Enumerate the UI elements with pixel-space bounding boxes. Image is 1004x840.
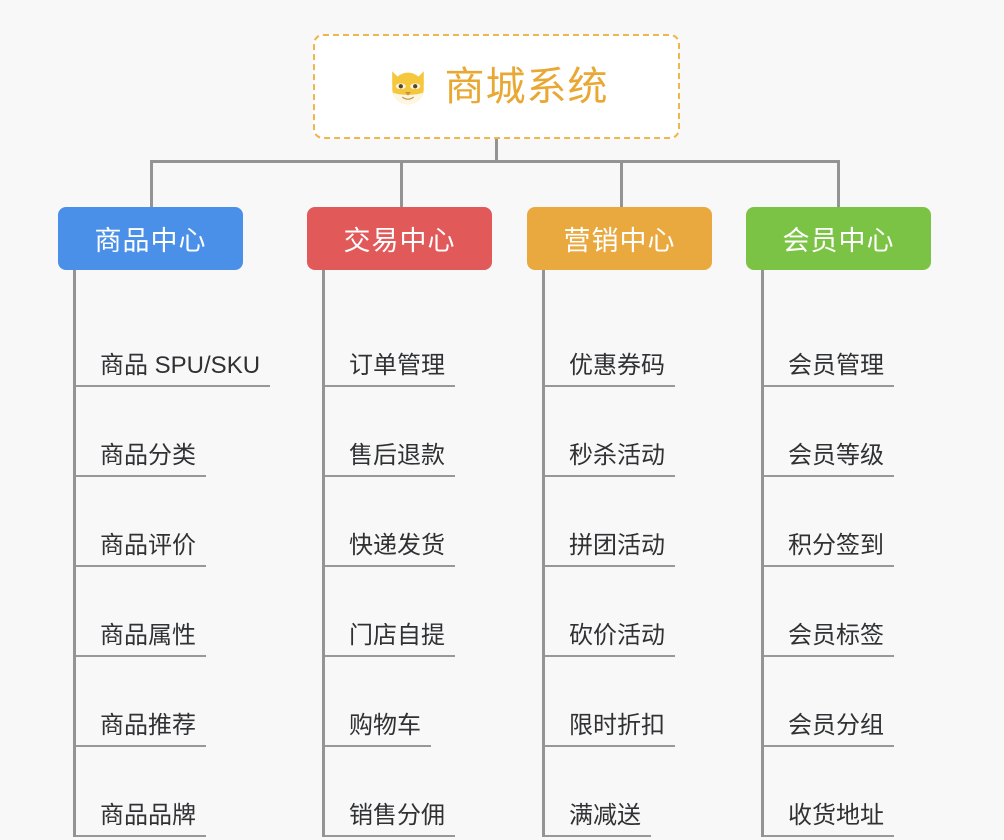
connector-drop-1	[150, 160, 153, 207]
list-item[interactable]: 砍价活动	[545, 567, 712, 657]
list-item[interactable]: 会员等级	[764, 387, 931, 477]
leaf-label: 拼团活动	[545, 532, 675, 567]
category-header-product[interactable]: 商品中心	[58, 207, 243, 270]
list-item[interactable]: 积分签到	[764, 477, 931, 567]
list-item[interactable]: 商品 SPU/SKU	[76, 297, 271, 387]
list-item[interactable]: 收货地址	[764, 747, 931, 837]
list-item[interactable]: 商品评价	[76, 477, 270, 567]
leaf-label: 商品 SPU/SKU	[76, 352, 271, 387]
leaf-label: 商品推荐	[76, 712, 206, 747]
list-item[interactable]: 会员分组	[764, 657, 931, 747]
leaf-label: 门店自提	[325, 622, 455, 657]
category-column-transaction: 交易中心 订单管理 售后退款 快递发货 门店自提 购物车 销售分佣	[307, 207, 492, 837]
list-item[interactable]: 销售分佣	[325, 747, 492, 837]
list-item[interactable]: 会员标签	[764, 567, 931, 657]
leaf-label: 购物车	[325, 712, 431, 747]
leaf-label: 会员管理	[764, 352, 894, 387]
leaf-label: 积分签到	[764, 532, 894, 567]
leaf-list-transaction: 订单管理 售后退款 快递发货 门店自提 购物车 销售分佣	[322, 270, 492, 837]
list-item[interactable]: 秒杀活动	[545, 387, 712, 477]
leaf-label: 会员分组	[764, 712, 894, 747]
leaf-label: 优惠券码	[545, 352, 675, 387]
category-header-marketing[interactable]: 营销中心	[527, 207, 712, 270]
leaf-label: 售后退款	[325, 442, 455, 477]
leaf-label: 砍价活动	[545, 622, 675, 657]
list-item[interactable]: 会员管理	[764, 297, 931, 387]
connector-drop-3	[620, 160, 623, 207]
category-header-label: 交易中心	[343, 226, 456, 256]
leaf-label: 商品分类	[76, 442, 206, 477]
list-item[interactable]: 订单管理	[325, 297, 492, 387]
leaf-label: 商品评价	[76, 532, 206, 567]
category-column-marketing: 营销中心 优惠券码 秒杀活动 拼团活动 砍价活动 限时折扣 满减送	[527, 207, 712, 837]
category-column-member: 会员中心 会员管理 会员等级 积分签到 会员标签 会员分组 收货地址	[746, 207, 931, 837]
list-item[interactable]: 售后退款	[325, 387, 492, 477]
list-item[interactable]: 满减送	[545, 747, 712, 837]
connector-horizontal-bus	[150, 160, 840, 163]
shiba-dog-face-icon	[391, 70, 424, 104]
category-header-label: 商品中心	[94, 226, 207, 256]
category-header-label: 会员中心	[782, 226, 895, 256]
leaf-list-marketing: 优惠券码 秒杀活动 拼团活动 砍价活动 限时折扣 满减送	[542, 270, 712, 837]
leaf-label: 会员标签	[764, 622, 894, 657]
leaf-label: 收货地址	[764, 802, 894, 837]
leaf-list-product: 商品 SPU/SKU 商品分类 商品评价 商品属性 商品推荐 商品品牌	[73, 270, 271, 837]
connector-drop-2	[400, 160, 403, 207]
leaf-label: 限时折扣	[545, 712, 675, 747]
leaf-label: 快递发货	[325, 532, 455, 567]
leaf-label: 销售分佣	[325, 802, 455, 837]
list-item[interactable]: 购物车	[325, 657, 492, 747]
list-item[interactable]: 优惠券码	[545, 297, 712, 387]
list-item[interactable]: 商品推荐	[76, 657, 270, 747]
category-header-member[interactable]: 会员中心	[746, 207, 931, 270]
root-title: 商城系统	[444, 64, 609, 109]
leaf-label: 订单管理	[325, 352, 455, 387]
connector-drop-4	[837, 160, 840, 207]
category-header-transaction[interactable]: 交易中心	[307, 207, 492, 270]
category-header-label: 营销中心	[563, 226, 676, 256]
leaf-list-member: 会员管理 会员等级 积分签到 会员标签 会员分组 收货地址	[761, 270, 931, 837]
category-column-product: 商品中心 商品 SPU/SKU 商品分类 商品评价 商品属性 商品推荐 商品品牌	[58, 207, 271, 837]
list-item[interactable]: 快递发货	[325, 477, 492, 567]
root-node[interactable]: 商城系统	[313, 34, 680, 139]
list-item[interactable]: 限时折扣	[545, 657, 712, 747]
list-item[interactable]: 拼团活动	[545, 477, 712, 567]
leaf-label: 商品属性	[76, 622, 206, 657]
connector-root-stem	[495, 139, 498, 161]
list-item[interactable]: 商品分类	[76, 387, 270, 477]
leaf-label: 秒杀活动	[545, 442, 675, 477]
list-item[interactable]: 门店自提	[325, 567, 492, 657]
leaf-label: 会员等级	[764, 442, 894, 477]
leaf-label: 满减送	[545, 802, 651, 837]
list-item[interactable]: 商品属性	[76, 567, 270, 657]
list-item[interactable]: 商品品牌	[76, 747, 270, 837]
leaf-label: 商品品牌	[76, 802, 206, 837]
